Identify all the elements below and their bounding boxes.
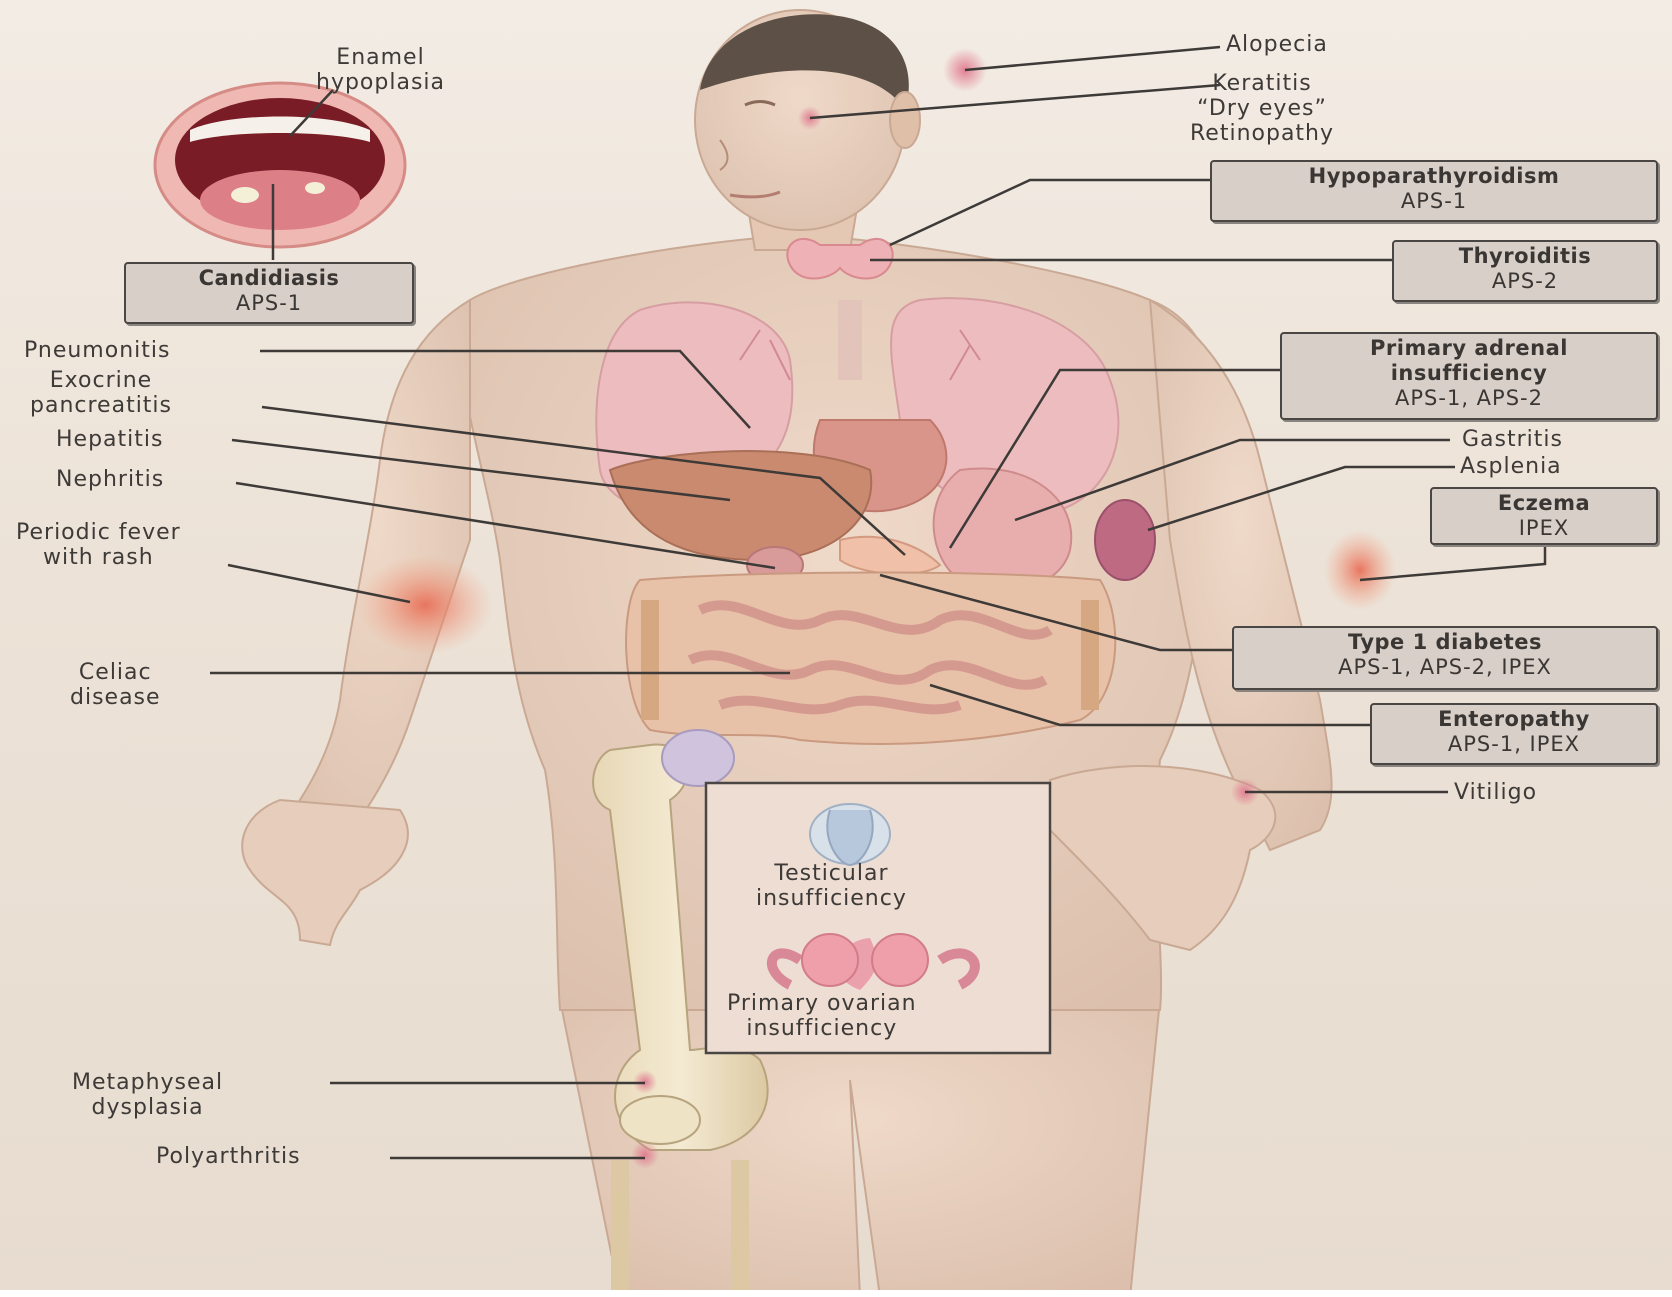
label-line: Metaphyseal [72,1070,223,1095]
callout-subtitle: APS-1 [126,291,412,316]
label-celiac-disease: Celiac disease [70,660,161,710]
callout-title: Type 1 diabetes [1234,630,1656,655]
callout-subtitle: APS-1, IPEX [1372,732,1656,757]
label-exocrine-pancreatitis: Exocrine pancreatitis [30,368,172,418]
label-line: Exocrine [30,368,172,393]
callout-subtitle: APS-2 [1394,269,1656,294]
label-line: “Dry eyes” [1190,96,1334,121]
label-nephritis: Nephritis [56,467,164,492]
label-vitiligo: Vitiligo [1454,780,1537,805]
label-eye-conditions: Keratitis “Dry eyes” Retinopathy [1190,71,1334,146]
callout-hypoparathyroidism: Hypoparathyroidism APS-1 [1210,160,1658,222]
label-line: Enamel [316,45,445,70]
bottom-border [0,1290,1672,1297]
label-gastritis: Gastritis [1462,427,1563,452]
callout-subtitle: APS-1, APS-2 [1282,386,1656,411]
label-line: disease [70,685,161,710]
callout-type-1-diabetes: Type 1 diabetes APS-1, APS-2, IPEX [1232,626,1658,690]
label-line: with rash [16,545,181,570]
label-alopecia: Alopecia [1226,32,1328,57]
callout-thyroiditis: Thyroiditis APS-2 [1392,240,1658,302]
label-periodic-fever: Periodic fever with rash [16,520,181,570]
callout-title: Candidiasis [126,266,412,291]
label-polyarthritis: Polyarthritis [156,1144,301,1169]
label-enamel-hypoplasia: Enamel hypoplasia [316,45,445,95]
callout-subtitle: APS-1 [1212,189,1656,214]
callout-primary-adrenal-insufficiency: Primary adrenal insufficiency APS-1, APS… [1280,332,1658,420]
label-line: hypoplasia [316,70,445,95]
label-line: Primary ovarian [727,991,917,1016]
callout-title: Thyroiditis [1394,244,1656,269]
rash-arm-left [357,555,493,655]
spleen-organ [1095,500,1155,580]
label-line: Retinopathy [1190,121,1334,146]
label-line: dysplasia [72,1095,223,1120]
callout-eczema: Eczema IPEX [1430,487,1658,545]
label-primary-ovarian-insufficiency: Primary ovarian insufficiency [727,991,917,1041]
callout-enteropathy: Enteropathy APS-1, IPEX [1370,703,1658,765]
callout-title-line: insufficiency [1282,361,1656,386]
spot-knee [631,1141,659,1169]
label-line: Celiac [70,660,161,685]
mouth-inset [155,83,405,247]
label-line: pancreatitis [30,393,172,418]
callout-candidiasis: Candidiasis APS-1 [124,262,414,324]
label-metaphyseal-dysplasia: Metaphyseal dysplasia [72,1070,223,1120]
callout-title-line: Primary adrenal [1282,336,1656,361]
rash-arm-right [1324,530,1396,610]
label-asplenia: Asplenia [1460,454,1562,479]
label-line: insufficiency [727,1016,917,1041]
label-line: Periodic fever [16,520,181,545]
callout-subtitle: APS-1, APS-2, IPEX [1234,655,1656,680]
label-pneumonitis: Pneumonitis [24,338,170,363]
callout-title: Hypoparathyroidism [1212,164,1656,189]
callout-title: Eczema [1432,491,1656,516]
label-hepatitis: Hepatitis [56,427,163,452]
label-line: insufficiency [756,886,907,911]
callout-title: Enteropathy [1372,707,1656,732]
label-line: Keratitis [1190,71,1334,96]
callout-subtitle: IPEX [1432,516,1656,541]
label-testicular-insufficiency: Testicular insufficiency [756,861,907,911]
label-line: Testicular [756,861,907,886]
